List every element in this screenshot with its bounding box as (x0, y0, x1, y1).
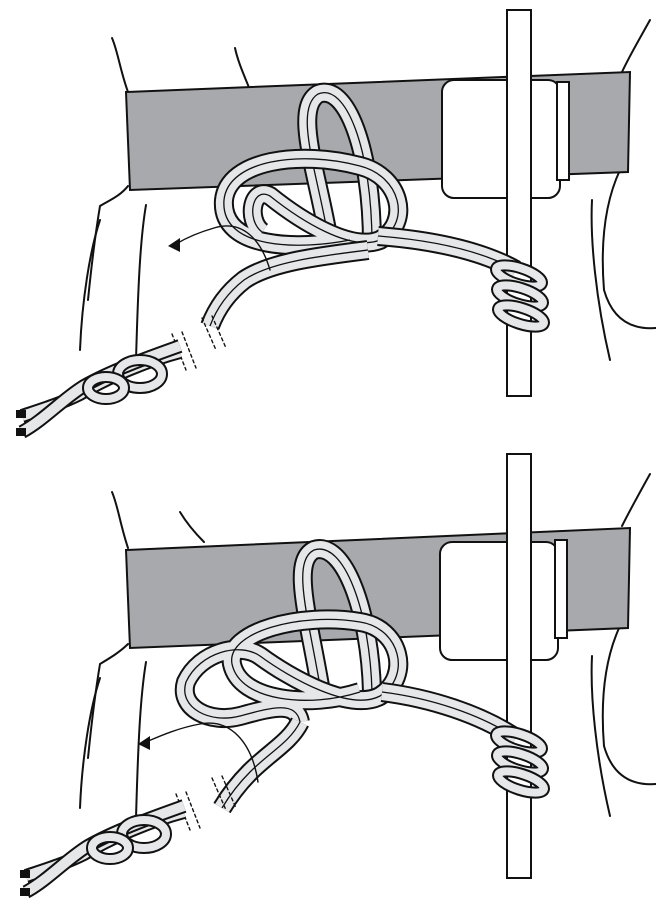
diagram-panel-step-2 (0, 452, 656, 902)
diagram-panel-step-1 (0, 0, 656, 450)
harness-buckle (440, 540, 567, 660)
figure-eight-knot-icon (20, 806, 184, 896)
standing-rope-vertical (507, 454, 531, 878)
figure-eight-knot-icon (16, 346, 180, 436)
panel-1-illustration (0, 0, 656, 450)
standing-rope-vertical (507, 10, 531, 396)
panel-2-illustration (0, 452, 656, 902)
harness-buckle (442, 80, 569, 198)
rope-tail-to-knot (222, 722, 300, 808)
rope-tail-to-knot (210, 250, 368, 326)
